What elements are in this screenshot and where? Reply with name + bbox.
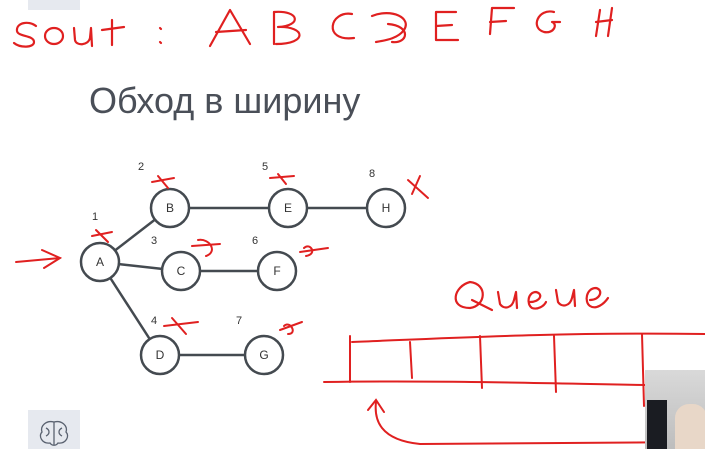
node-circle [149, 187, 191, 229]
graph-node-C: C3 [151, 235, 202, 292]
node-label: E [284, 201, 292, 215]
brain-icon [39, 420, 69, 446]
graph-node-A: A1 [79, 211, 121, 283]
graph-edges [98, 206, 386, 357]
visited-marks [91, 173, 429, 335]
node-circle [365, 187, 407, 229]
node-circle [243, 334, 285, 376]
node-label: D [156, 348, 165, 362]
handwritten-sort-line [12, 6, 614, 48]
brain-logo [28, 410, 80, 449]
node-order-label: 3 [151, 235, 157, 247]
presenter-webcam [645, 370, 705, 449]
graph-node-H: H8 [365, 168, 407, 229]
graph-node-B: B2 [138, 161, 191, 229]
handwritten-queue-label [454, 280, 610, 312]
node-label: A [96, 255, 104, 269]
node-circle [160, 250, 202, 292]
node-order-label: 5 [262, 161, 268, 173]
node-order-label: 1 [92, 211, 98, 223]
node-order-label: 6 [252, 235, 258, 247]
graph-node-F: F6 [252, 235, 298, 292]
node-label: C [177, 264, 186, 278]
node-circle [79, 241, 121, 283]
node-label: F [273, 264, 280, 278]
node-order-label: 8 [369, 168, 375, 180]
node-order-label: 2 [138, 161, 144, 173]
node-circle [267, 187, 309, 229]
node-label: H [382, 201, 391, 215]
node-circle [256, 250, 298, 292]
node-label: G [259, 348, 268, 362]
node-order-label: 4 [151, 315, 157, 327]
top-logo [28, 0, 80, 10]
graph-node-G: G7 [236, 315, 285, 376]
graph-node-D: D4 [139, 315, 181, 376]
start-arrow [15, 249, 63, 269]
node-label: B [166, 201, 174, 215]
node-order-label: 7 [236, 315, 242, 327]
graph-node-E: E5 [262, 161, 309, 229]
slide-title: Обход в ширину [89, 80, 361, 121]
node-circle [139, 334, 181, 376]
